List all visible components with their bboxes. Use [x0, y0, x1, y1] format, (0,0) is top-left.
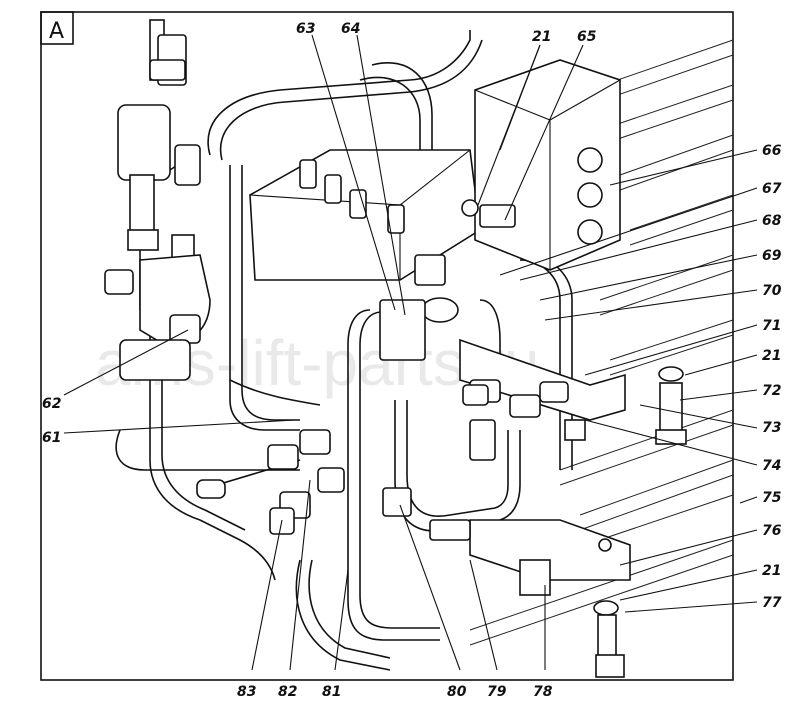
callout-74: 74 — [762, 458, 781, 474]
callout-83: 83 — [237, 684, 256, 700]
callout-65: 65 — [577, 29, 597, 45]
callout-67: 67 — [762, 181, 782, 197]
valve-block-65 — [461, 59, 621, 271]
callout-68: 68 — [762, 213, 782, 229]
callouts: 63 64 21 65 66 67 68 69 70 71 21 72 73 7… — [42, 21, 782, 700]
callout-76: 76 — [762, 523, 782, 539]
callout-63: 63 — [296, 21, 315, 37]
callout-78: 78 — [533, 684, 553, 700]
callout-62: 62 — [42, 396, 61, 412]
callout-21-bottom: 21 — [762, 563, 781, 579]
callout-81: 81 — [322, 684, 341, 700]
callout-80: 80 — [447, 684, 467, 700]
callout-61: 61 — [42, 430, 61, 446]
callout-66: 66 — [762, 143, 782, 159]
central-manifold — [249, 149, 481, 361]
panel-label: A — [49, 19, 64, 44]
callout-21-top: 21 — [532, 29, 551, 45]
callout-71: 71 — [762, 318, 781, 334]
frame-border — [40, 11, 734, 681]
bolt-72 — [655, 366, 687, 445]
callout-77: 77 — [762, 595, 782, 611]
panel-label-box — [40, 11, 74, 45]
callout-75: 75 — [762, 490, 782, 506]
callout-64: 64 — [341, 21, 360, 37]
callout-82: 82 — [278, 684, 297, 700]
callout-73: 73 — [762, 420, 781, 436]
callout-69: 69 — [762, 248, 782, 264]
leader-lines — [63, 34, 758, 671]
lower-fittings — [196, 384, 496, 541]
bolt-77 — [593, 600, 625, 678]
callout-21-right: 21 — [762, 348, 781, 364]
callout-79: 79 — [487, 684, 507, 700]
callout-72: 72 — [762, 383, 781, 399]
left-valve-stack — [104, 19, 211, 381]
callout-70: 70 — [762, 283, 782, 299]
